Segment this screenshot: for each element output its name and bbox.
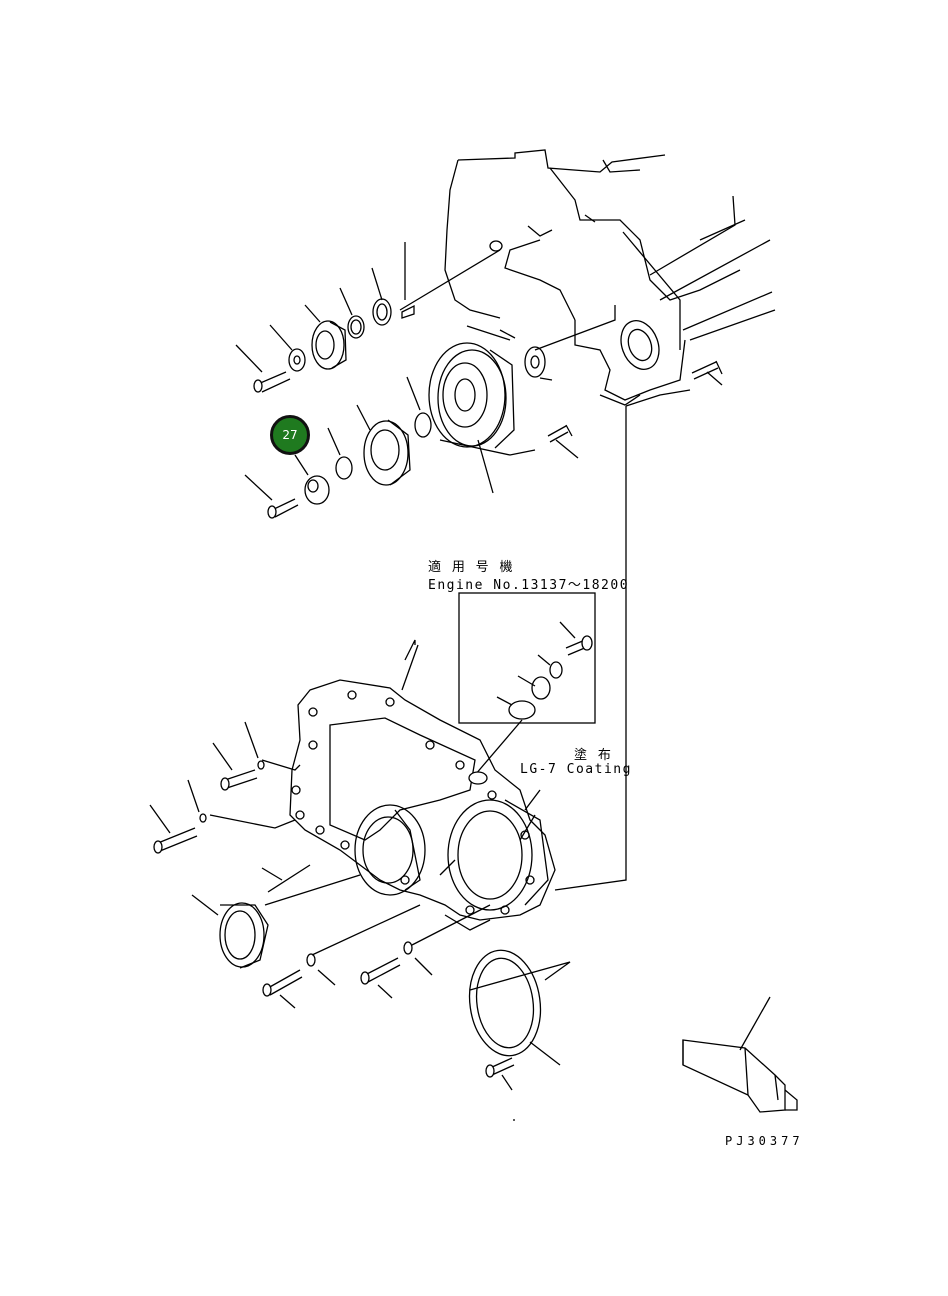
idler-gear-group-upper <box>235 242 501 393</box>
front-cover <box>289 639 556 931</box>
inset-detail-box <box>458 592 596 776</box>
cover-fasteners-left <box>149 721 491 1009</box>
timing-gear-row <box>244 305 723 891</box>
coating-note-jp: 塗 布 <box>574 748 613 763</box>
cover-gasket <box>468 949 571 1121</box>
coating-note-en: LG-7 Coating <box>520 762 632 777</box>
engine-note-en: Engine No.13137～18200 <box>428 578 630 593</box>
installation-tool <box>682 996 798 1113</box>
engine-block <box>444 149 776 406</box>
part-callout-27[interactable]: 27 <box>270 415 310 455</box>
part-callout-number: 27 <box>282 428 298 442</box>
engine-note-jp: 適 用 号 機 <box>428 560 514 575</box>
figure-code: PJ30377 <box>725 1134 804 1148</box>
